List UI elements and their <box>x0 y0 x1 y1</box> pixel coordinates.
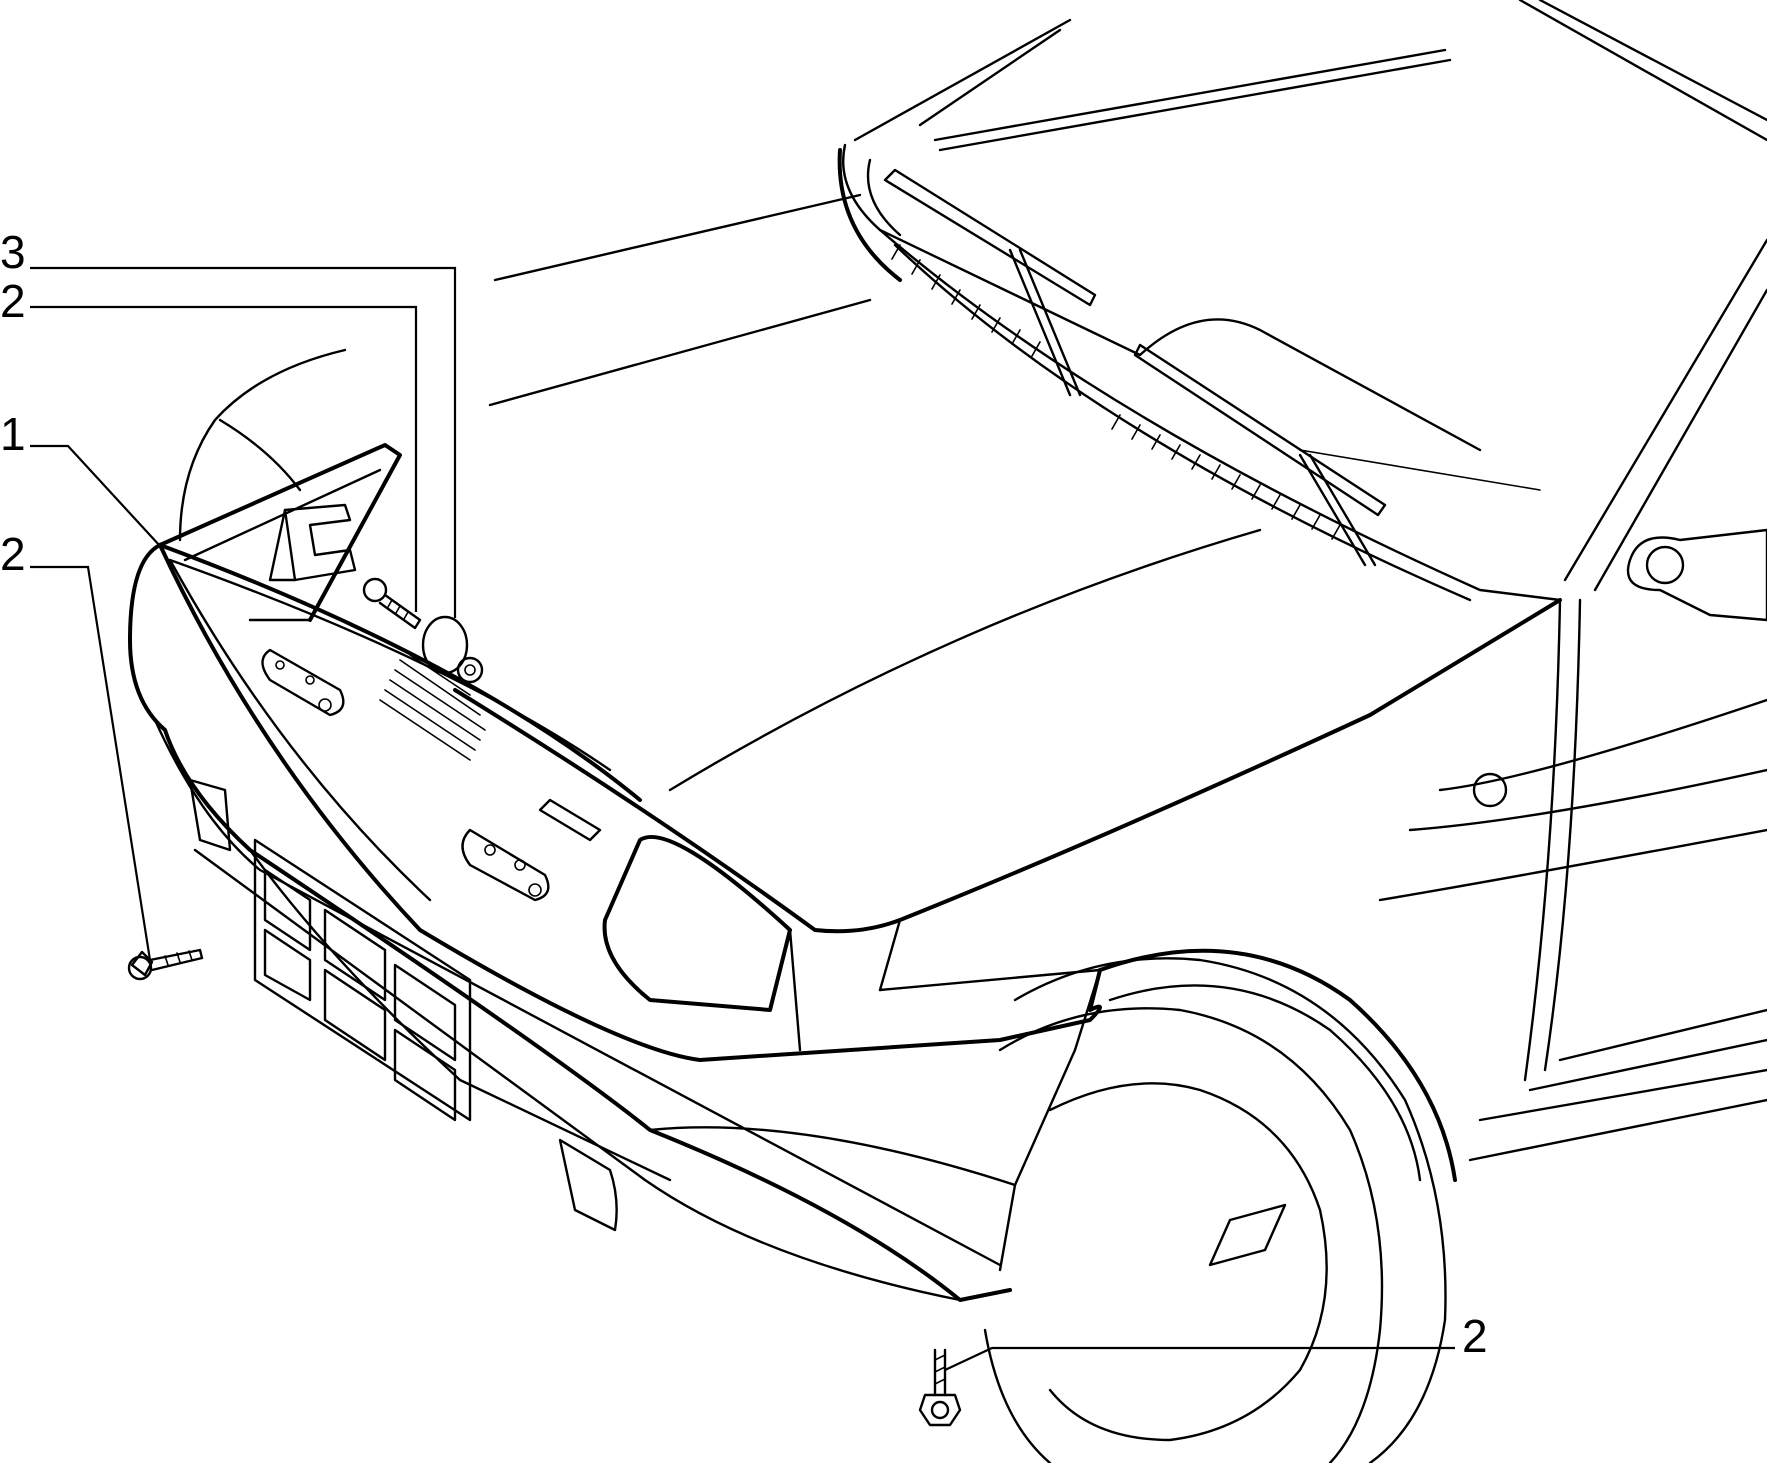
front-panel <box>158 443 802 1052</box>
callout-label-1: 1 <box>0 408 26 460</box>
front-bumper <box>128 543 1102 1302</box>
clip-fastener <box>421 615 484 684</box>
left-fender <box>178 348 347 542</box>
callout-label-2-upper: 2 <box>0 275 26 327</box>
screw-fastener-left <box>127 948 204 981</box>
callout-label-2-left: 2 <box>0 528 26 580</box>
screw-fastener <box>362 577 422 630</box>
car-body <box>453 0 1767 1182</box>
callout-labels: 3 2 1 2 2 <box>0 226 1488 1362</box>
leader-lines <box>30 266 1455 1371</box>
front-wheel <box>983 957 1447 1463</box>
wipers <box>883 168 1387 567</box>
callout-label-3: 3 <box>0 226 26 278</box>
callout-label-2-bottom: 2 <box>1462 1310 1488 1362</box>
screw-fastener-bottom <box>918 1348 962 1427</box>
